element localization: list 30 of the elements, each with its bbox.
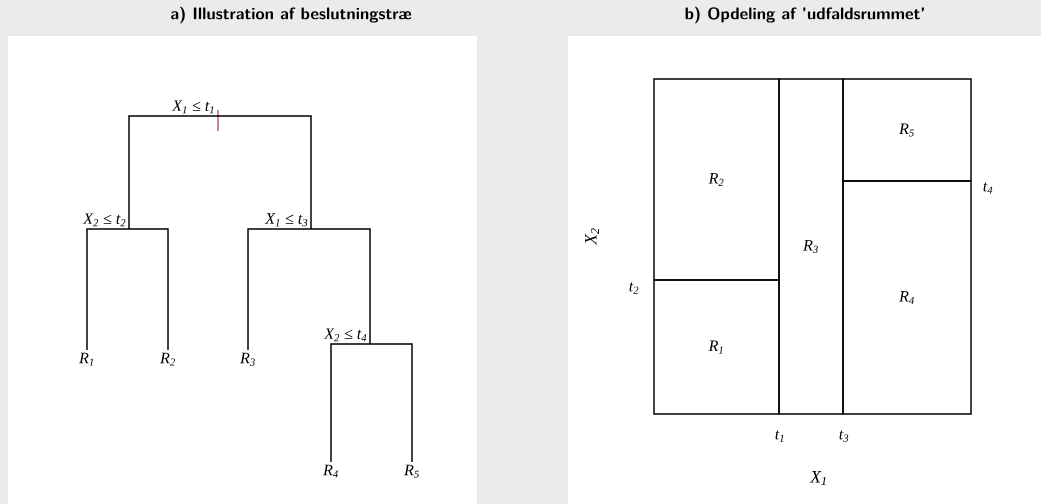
split-condition: X$_{2}$ ≤ t$_{4}$ [323, 328, 367, 342]
leaf-label: R$_{1}$ [79, 352, 94, 366]
region-box: R$_{2}$ [653, 78, 780, 281]
leaf-label: R$_{5}$ [404, 464, 419, 478]
tree-branch [217, 115, 312, 230]
threshold-label: t$_{1}$ [775, 430, 784, 442]
split-condition: X$_{1}$ ≤ t$_{3}$ [264, 213, 308, 227]
leaf-label: R$_{3}$ [240, 352, 255, 366]
region-box: R$_{5}$ [842, 78, 972, 182]
tree-branch [128, 115, 219, 230]
threshold-label: t$_{2}$ [629, 282, 639, 294]
tree-branch [247, 228, 312, 351]
axis-label: X$_{2}$ [585, 228, 599, 246]
region-box: R$_{1}$ [653, 279, 780, 415]
threshold-label: t$_{4}$ [983, 182, 993, 194]
threshold-label: t$_{3}$ [839, 430, 849, 442]
panel-title: a) Illustration af beslutningstræ [171, 6, 412, 24]
axis-label: X$_{1}$ [809, 471, 826, 485]
leaf-label: R$_{2}$ [160, 352, 175, 366]
tree-branch [128, 228, 169, 351]
tree-branch [369, 343, 413, 463]
tree-branch [330, 343, 371, 463]
split-condition: X$_{2}$ ≤ t$_{2}$ [82, 213, 126, 227]
leaf-label: R$_{4}$ [323, 464, 338, 478]
region-box: R$_{4}$ [842, 180, 972, 415]
tree-branch [86, 228, 130, 351]
tree-branch [310, 228, 371, 345]
split-condition: X$_{1}$ ≤ t$_{1}$ [171, 100, 214, 114]
region-box: R$_{3}$ [778, 78, 844, 415]
panel-title: b) Opdeling af ’udfaldsrummet’ [685, 6, 924, 24]
